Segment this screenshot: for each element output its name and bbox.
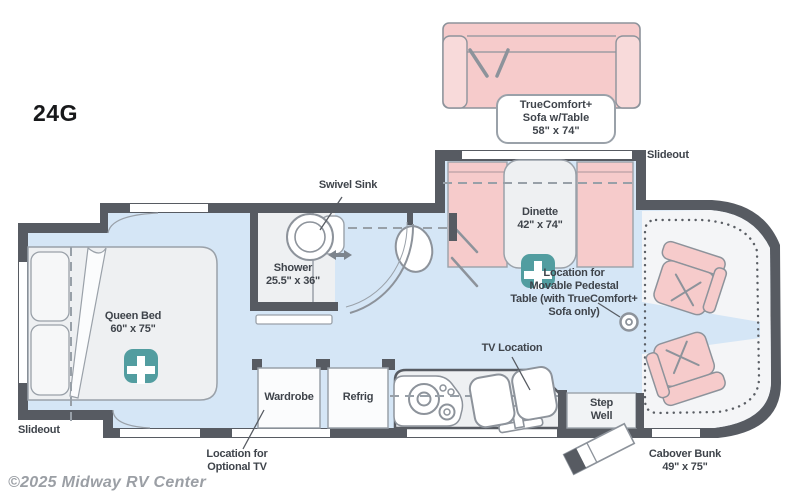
bathroom (250, 205, 449, 325)
pillow-top (30, 251, 70, 322)
seat-struts (670, 273, 702, 307)
dinette-bench-right (576, 161, 634, 268)
wardrobe-label: Wardrobe (264, 391, 314, 403)
sofa-option-label: TrueComfort+ Sofa w/Table 58" x 74" (496, 94, 616, 144)
wardrobe-cabinet (257, 367, 321, 429)
step-divider (586, 442, 598, 463)
galley-row (252, 359, 644, 434)
sink-bowl-large (408, 383, 440, 415)
blanket-fold (69, 246, 107, 399)
wall-post-2 (316, 359, 330, 370)
tv-panel-left (468, 373, 516, 429)
teal-plus-marker-icon-dinette (521, 254, 555, 289)
slideout-rear-label: Slideout (18, 424, 60, 436)
seat-armrest (645, 352, 671, 399)
dealer-watermark: ©2025 Midway RV Center (8, 474, 207, 491)
truecomfort-sofa (442, 22, 641, 109)
slideout-top-label: Slideout (647, 149, 689, 161)
pedestal-table-label: Location for Movable Pedestal Table (wit… (510, 267, 638, 318)
table-mount-circle-inner (625, 318, 633, 326)
refrigerator (327, 367, 389, 429)
cabover-bunk-label: Cabover Bunk 49" x 75" (648, 448, 722, 473)
sink-drain-large (416, 391, 432, 407)
cabover-bunk-outline (643, 218, 761, 415)
entry-steps (562, 422, 636, 476)
bath-door-post (407, 213, 413, 225)
bottom-window-1 (120, 429, 200, 437)
shower-threshold (255, 314, 333, 325)
refrig-label: Refrig (342, 391, 374, 403)
optional-tv-label: Location for Optional TV (206, 448, 268, 473)
wall-post-stepwell-right (636, 393, 644, 428)
slideout-corner-arc-top (107, 212, 159, 234)
step-well-label: Step Well (589, 397, 614, 422)
windows (19, 151, 700, 437)
shower-label: Shower 25.5" x 36" (265, 262, 321, 287)
wall-post-1 (252, 359, 262, 370)
shower-bottom-wall (250, 302, 338, 311)
tv-panel-right (511, 366, 558, 421)
pillow-bottom (30, 324, 70, 396)
sofa-arm-right (615, 35, 641, 109)
dinette-bench-left (447, 161, 508, 268)
rear-window (19, 262, 27, 383)
swivel-sink-bowl (286, 213, 334, 261)
bath-door-arc-inner (345, 221, 408, 308)
driver-seat (645, 331, 726, 407)
sofa-arm-left (442, 35, 468, 109)
bath-door-arc (349, 223, 415, 314)
bottom-window-2 (232, 429, 330, 437)
bottom-window-3 (407, 429, 557, 437)
slideout-corner-arc-bottom (112, 409, 151, 429)
sink-bowl-small (438, 403, 456, 421)
teal-plus-marker-icon-bed (124, 349, 158, 384)
bedroom (27, 212, 218, 429)
queen-bed-label: Queen Bed 60" x 75" (104, 310, 162, 335)
dinette-label: Dinette 42" x 74" (517, 206, 563, 231)
pedestal-leader (597, 302, 621, 318)
tv-location-leader (511, 356, 531, 391)
wall-post-3 (382, 359, 395, 370)
shower-left-wall (250, 205, 258, 311)
step-well-box (566, 392, 637, 429)
toilet (394, 225, 434, 273)
plus-markers (124, 254, 639, 384)
wall-post-stepwell-left (558, 390, 567, 428)
swivel-sink-bowl-inner (294, 221, 326, 253)
sofa-back-seams (467, 35, 616, 53)
dinette-wall-post (449, 213, 457, 241)
cab-seats (645, 240, 728, 407)
optional-tv-leader (242, 409, 265, 450)
seat-armrest (702, 267, 728, 314)
step-end-cap (563, 448, 587, 475)
swivel-sink-label: Swivel Sink (318, 179, 378, 191)
bedroom-top-window (130, 204, 208, 212)
leader-lines (242, 196, 621, 450)
passenger-seat (653, 240, 728, 316)
swivel-arrow-icon (328, 250, 352, 260)
sink-drain-small (443, 408, 451, 416)
tv-location-label: TV Location (481, 342, 543, 354)
tv-mount (468, 366, 558, 434)
swivel-sink-leader (319, 196, 343, 231)
faucet-knob-1 (439, 384, 447, 392)
sofa-table-legs (468, 48, 510, 78)
floorplan-model-label: 24G (33, 100, 78, 126)
seat-struts (665, 340, 700, 375)
bottom-window-4 (652, 429, 700, 437)
slideout-top-window (462, 151, 632, 159)
